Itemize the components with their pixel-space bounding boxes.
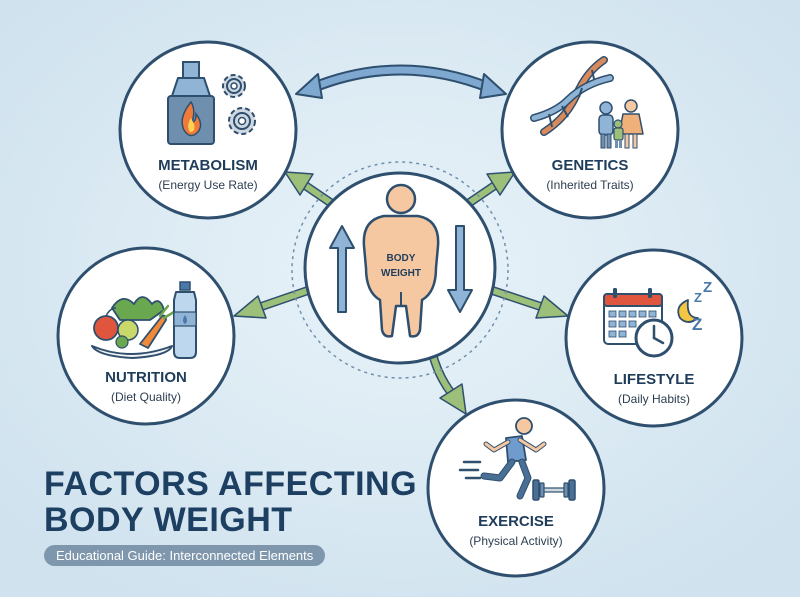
body-figure-icon [362,183,440,338]
lifestyle-subtitle: (Daily Habits) [618,392,690,406]
calendar-clock-sleep-icon: Z Z Z [603,279,712,358]
metabolism-genetics-arrow [295,64,507,99]
runner-dumbbell-icon [458,417,576,501]
lifestyle-node[interactable]: Z Z Z LIFESTYLE (Daily Habits) [564,248,744,428]
nutrition-title: NUTRITION [105,369,187,386]
title-line1: FACTORS AFFECTING [44,465,418,503]
furnace-gears-icon [167,61,256,145]
center-node: BODY WEIGHT [291,161,509,379]
increase-arrow-icon [329,225,355,313]
genetics-node[interactable]: GENETICS (Inherited Traits) [500,40,680,220]
center-label-line2: WEIGHT [381,268,421,279]
tagline-badge: Educational Guide: Interconnected Elemen… [44,545,326,566]
arrow-to-genetics [461,171,516,210]
title-line2: BODY WEIGHT [44,501,293,539]
decrease-arrow-icon [447,225,473,313]
genetics-title: GENETICS [552,157,629,174]
food-water-icon [91,281,197,359]
arrow-to-metabolism [284,171,339,210]
metabolism-title: METABOLISM [158,157,258,174]
svg-text:Z: Z [692,315,702,334]
svg-text:Z: Z [694,290,702,305]
nutrition-subtitle: (Diet Quality) [111,390,181,404]
lifestyle-title: LIFESTYLE [614,371,695,388]
center-label-line1: BODY [387,253,416,264]
page-title: FACTORS AFFECTING BODY WEIGHT [44,466,417,538]
exercise-title: EXERCISE [478,513,554,530]
exercise-node[interactable]: EXERCISE (Physical Activity) [426,398,606,578]
metabolism-subtitle: (Energy Use Rate) [158,178,257,192]
svg-text:Z: Z [703,279,712,296]
metabolism-node[interactable]: METABOLISM (Energy Use Rate) [118,40,298,220]
dna-family-icon [530,56,644,149]
exercise-subtitle: (Physical Activity) [469,534,562,548]
nutrition-node[interactable]: NUTRITION (Diet Quality) [56,246,236,426]
genetics-subtitle: (Inherited Traits) [546,178,633,192]
